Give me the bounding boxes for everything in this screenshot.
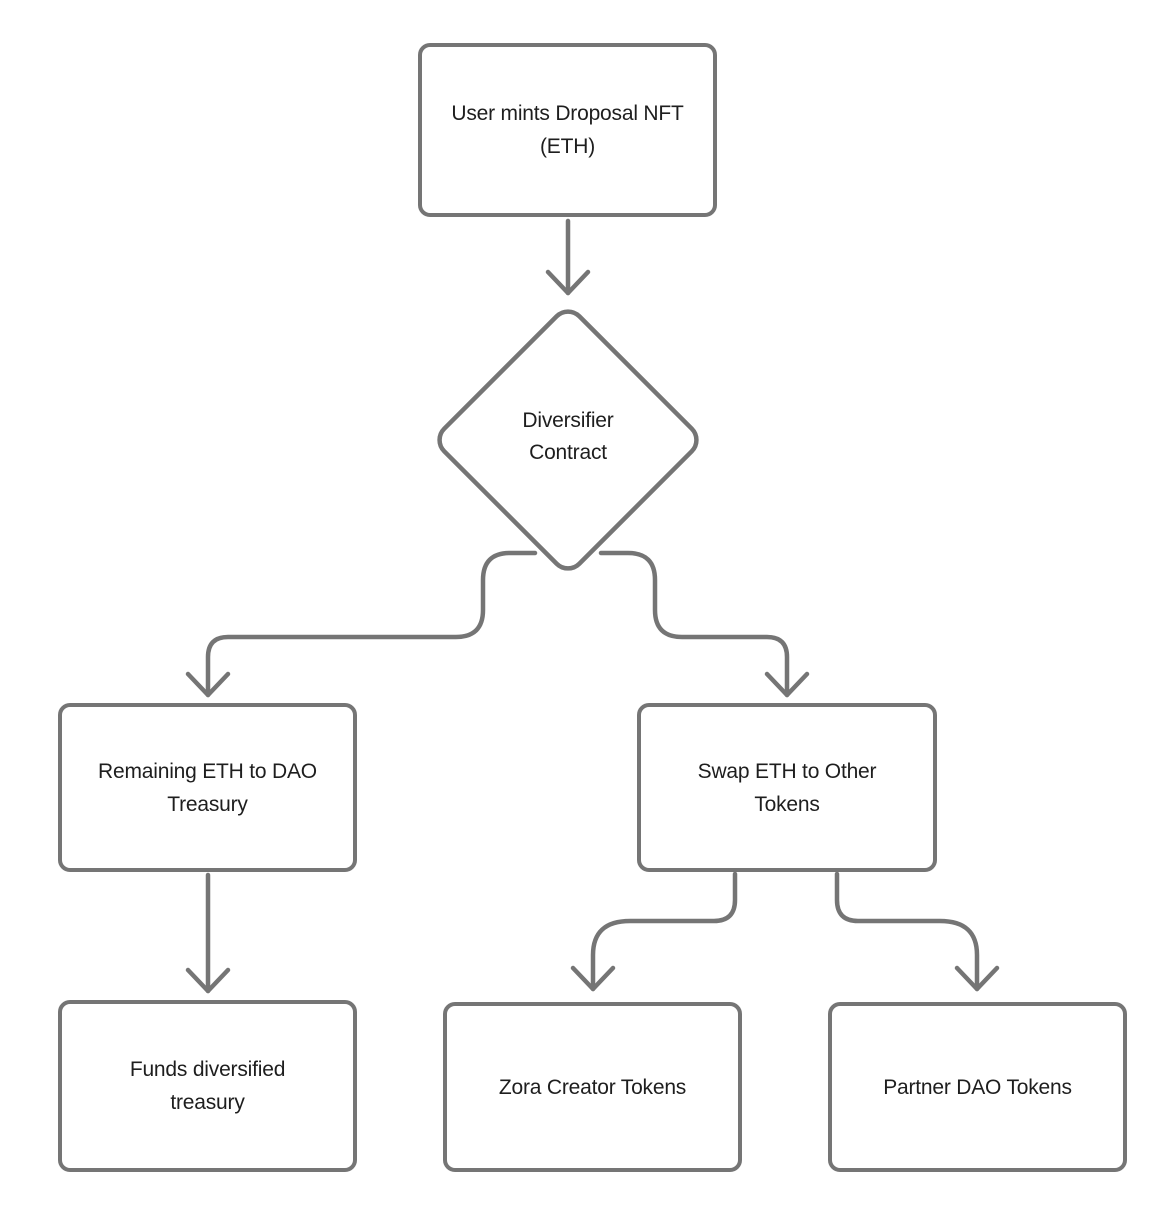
edge-swap-to-zora (590, 871, 738, 992)
node-label-line: Contract (529, 441, 607, 464)
node-zora-creator-tokens: Zora Creator Tokens (443, 1002, 742, 1172)
node-label-line: Treasury (167, 792, 248, 816)
edge-mint-to-diversifier-arrowhead (545, 269, 591, 296)
edge-diversifier-to-treasury-arrowhead (185, 671, 231, 698)
edge-swap-to-partner (834, 871, 980, 992)
node-label-line: Zora Creator Tokens (498, 1075, 687, 1099)
node-swap-eth-to-other-tokens: Swap ETH to Other Tokens (637, 703, 937, 872)
diamond-shape-diversifier (437, 309, 699, 571)
node-label-line: Remaining ETH to DAO (98, 759, 317, 783)
edge-swap-to-zora-arrowhead (570, 965, 616, 992)
edge-diversifier-to-swap-arrowhead (764, 671, 810, 698)
node-label-line: Diversifier (522, 409, 614, 432)
node-label-line: Swap ETH to Other (697, 759, 877, 783)
edge-treasury-to-funds-arrowhead (185, 967, 231, 994)
node-funds-diversified-treasury: Funds diversified treasury (58, 1000, 357, 1172)
node-label-line: User mints Droposal NFT (451, 102, 684, 125)
node-remaining-eth-to-dao-treasury: Remaining ETH to DAO Treasury (58, 703, 357, 872)
node-label-line: Funds diversified (129, 1058, 286, 1081)
edge-swap-to-partner-arrowhead (954, 965, 1000, 992)
edge-diversifier-to-swap (598, 550, 790, 698)
node-label-line: Partner DAO Tokens (883, 1075, 1072, 1099)
node-label-line: Tokens (754, 792, 820, 816)
node-user-mints-droposal-nft: User mints Droposal NFT (ETH) (418, 43, 717, 217)
edge-diversifier-to-treasury (205, 550, 538, 698)
node-label-line: treasury (170, 1091, 245, 1114)
node-partner-dao-tokens: Partner DAO Tokens (828, 1002, 1127, 1172)
node-diversifier-contract-label: Diversifier Contract (468, 405, 668, 469)
node-label-line: (ETH) (540, 135, 595, 158)
